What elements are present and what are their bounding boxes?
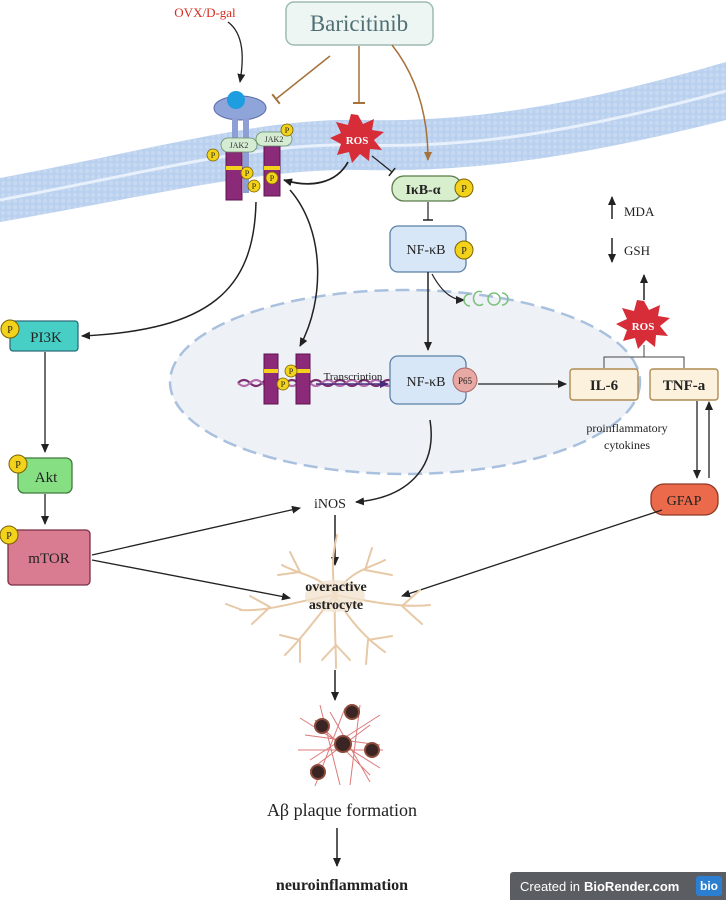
brand-text: BioRender.com bbox=[583, 878, 680, 894]
ikba-label: IκB-α bbox=[405, 183, 440, 198]
ikba-node: IκB-α P bbox=[391, 175, 474, 202]
ros-burst-right: ROS bbox=[616, 300, 670, 349]
nfkb-nuc-label: NF-κB bbox=[407, 375, 446, 390]
phospho-icon bbox=[454, 240, 474, 260]
baricitinib-box: Baricitinib bbox=[285, 1, 434, 46]
svg-text:P: P bbox=[252, 182, 257, 191]
tnfa-node: TNF-a bbox=[649, 368, 719, 401]
gsh-label: GSH bbox=[624, 243, 650, 258]
astrocyte-icon bbox=[225, 534, 431, 669]
svg-text:P: P bbox=[245, 169, 250, 178]
tnfa-label: TNF-a bbox=[663, 378, 706, 394]
phospho-icon bbox=[454, 178, 474, 198]
svg-text:P: P bbox=[461, 246, 467, 257]
svg-text:P: P bbox=[6, 531, 12, 542]
jak-dimer-nucleus: P P bbox=[263, 353, 311, 405]
inducer-label: OVX/D-gal bbox=[174, 5, 236, 20]
svg-text:P: P bbox=[461, 184, 467, 195]
svg-text:P: P bbox=[289, 367, 294, 376]
phospho-icon bbox=[0, 525, 19, 545]
phospho-icon: P P P P P bbox=[206, 123, 294, 193]
svg-text:P: P bbox=[211, 151, 216, 160]
biorender-logo-icon: bio bbox=[696, 876, 722, 896]
pi3k-node: PI3K P bbox=[0, 319, 79, 352]
astrocyte-label-line1: overactive bbox=[305, 580, 366, 595]
mtor-node: mTOR P bbox=[0, 525, 91, 586]
svg-text:P: P bbox=[285, 126, 290, 135]
cytokines-label-line1: proinflammatory bbox=[586, 421, 667, 435]
phospho-icon bbox=[284, 364, 298, 378]
jak-receptor: JAK2 JAK2 P P P P P bbox=[206, 91, 294, 201]
svg-text:P: P bbox=[281, 380, 286, 389]
gfap-node: GFAP bbox=[650, 483, 719, 516]
mda-label: MDA bbox=[624, 204, 655, 219]
neuroinflammation-label: neuroinflammation bbox=[276, 877, 408, 894]
il6-node: IL-6 bbox=[569, 368, 639, 401]
pi3k-label: PI3K bbox=[30, 330, 62, 346]
ros-burst-membrane: ROS bbox=[330, 114, 384, 163]
inhibit-jak-line bbox=[271, 55, 331, 105]
nfkb-cytoplasm-node: NF-κB P bbox=[389, 225, 474, 273]
degraded-ikb-icon bbox=[463, 290, 509, 307]
jak2-right-label: JAK2 bbox=[265, 135, 284, 144]
ros-label-membrane: ROS bbox=[346, 135, 369, 147]
svg-text:P: P bbox=[15, 460, 21, 471]
gfap-label: GFAP bbox=[667, 494, 702, 509]
akt-node: Akt P bbox=[8, 454, 73, 494]
akt-label: Akt bbox=[35, 470, 58, 486]
ros-label-right: ROS bbox=[632, 321, 655, 333]
created-in-text: Created in bbox=[520, 878, 580, 894]
nfkb-nucleus-node: NF-κB P65 bbox=[389, 355, 478, 405]
plaque-label: Aβ plaque formation bbox=[267, 800, 417, 820]
baricitinib-label: Baricitinib bbox=[310, 11, 408, 36]
svg-text:P: P bbox=[270, 174, 275, 183]
phospho-icon bbox=[276, 377, 290, 391]
svg-text:P: P bbox=[7, 325, 13, 336]
activate-ikba-line bbox=[391, 44, 432, 161]
phospho-icon bbox=[0, 319, 20, 339]
cytokines-label-line2: cytokines bbox=[604, 438, 650, 452]
phospho-icon bbox=[8, 454, 28, 474]
inos-label: iNOS bbox=[314, 497, 346, 512]
il6-label: IL-6 bbox=[590, 378, 619, 394]
transcription-label: Transcription bbox=[324, 371, 383, 383]
biorender-badge[interactable]: Created in BioRender.com bio bbox=[510, 872, 726, 900]
nfkb-cyto-label: NF-κB bbox=[407, 243, 446, 258]
p65-label: P65 bbox=[458, 376, 473, 386]
jak2-left-label: JAK2 bbox=[230, 141, 249, 150]
amyloid-plaque-icon bbox=[298, 704, 383, 787]
astrocyte-label-line2: astrocyte bbox=[309, 598, 363, 613]
mtor-label: mTOR bbox=[28, 551, 69, 567]
